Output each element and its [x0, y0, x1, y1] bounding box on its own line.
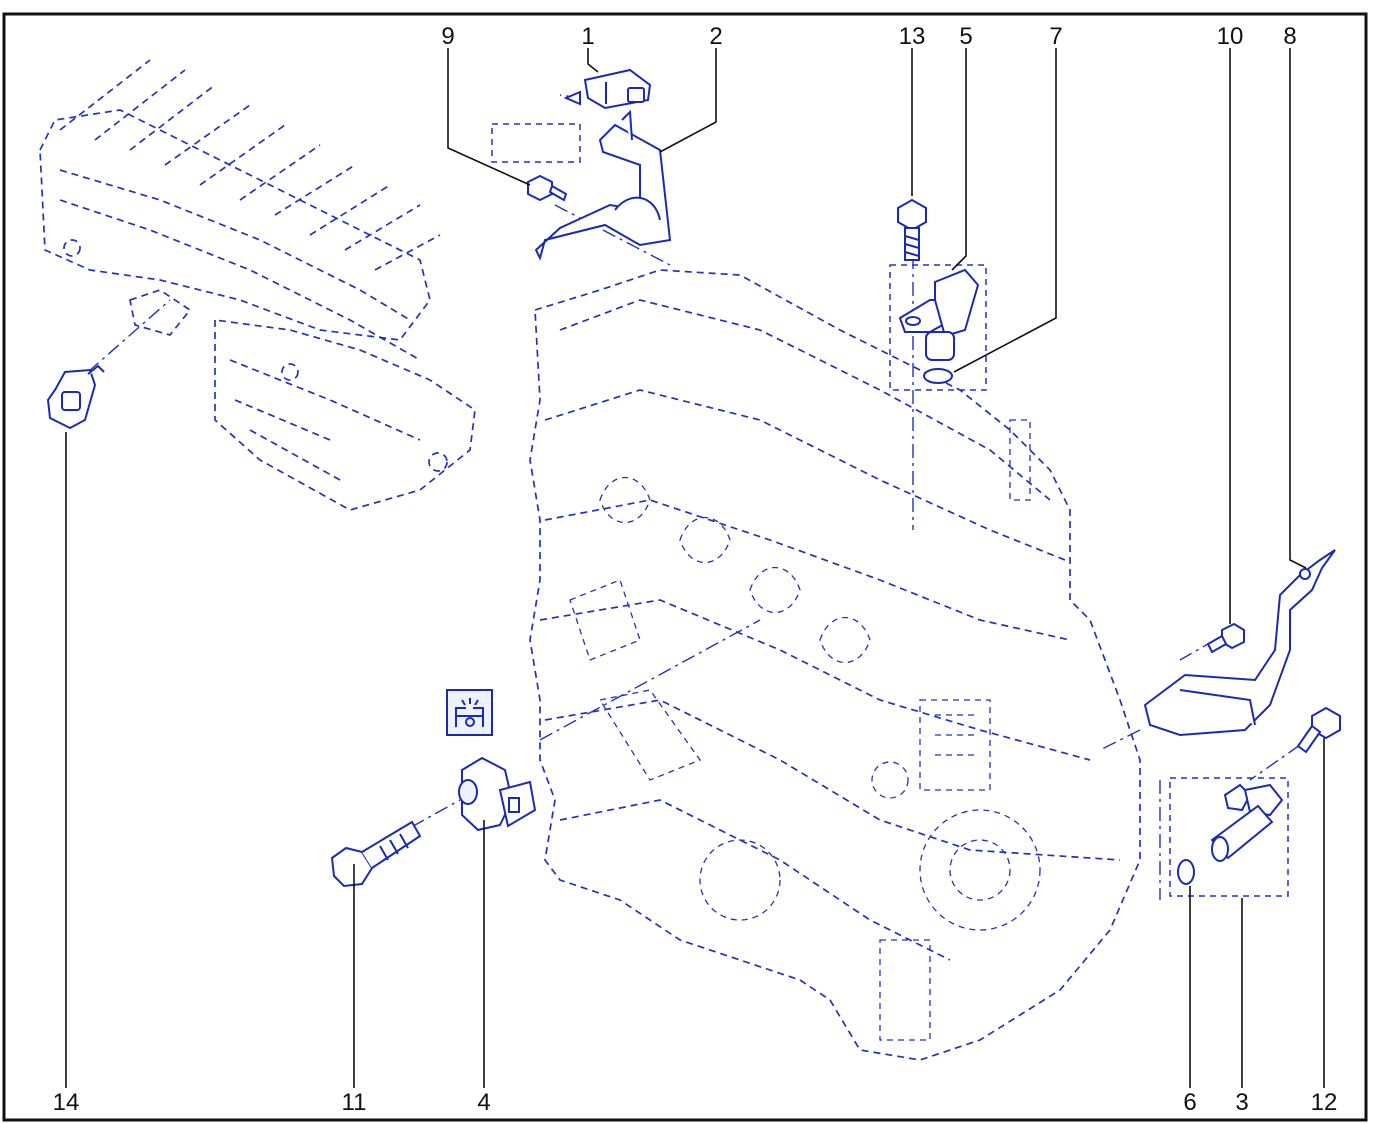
callout-3: 3: [1235, 1089, 1248, 1116]
part-9-bolt[interactable]: [527, 174, 568, 202]
diagram-border: [2, 12, 1368, 1122]
callout-11: 11: [342, 1089, 367, 1116]
callout-2: 2: [709, 23, 722, 50]
callout-leader-lines: [65, 48, 1325, 1088]
callout-13: 13: [899, 23, 926, 50]
callout-9: 9: [441, 23, 454, 50]
part-11-bolt[interactable]: [330, 820, 422, 888]
callout-8: 8: [1283, 23, 1296, 50]
part-12-bolt[interactable]: [1296, 706, 1341, 754]
callout-4: 4: [477, 1089, 490, 1116]
part-4-knock-sensor[interactable]: [458, 756, 537, 832]
crank-sensor-kit-box: [1169, 777, 1289, 897]
callout-5: 5: [959, 23, 972, 50]
part-1-connector[interactable]: [563, 68, 652, 110]
part-5-cam-sensor[interactable]: [898, 268, 980, 361]
engine-block-outline: [529, 269, 1141, 1061]
callout-1: 1: [581, 23, 594, 50]
torque-tool-icon: [446, 689, 493, 736]
callout-labels: 1 2 3 4 5 6 7 8 9 10 11 12 13 14: [53, 23, 1338, 1116]
intake-manifold-outline: [39, 59, 476, 511]
callout-14: 14: [53, 1089, 80, 1116]
part-13-bolt[interactable]: [897, 198, 927, 261]
connector-highlight-box: [491, 123, 581, 163]
callout-6: 6: [1183, 1089, 1196, 1116]
part-2-bracket[interactable]: [534, 109, 672, 261]
part-3-crank-sensor[interactable]: [1210, 783, 1284, 862]
part-6-o-ring[interactable]: [1177, 859, 1195, 885]
cam-sensor-kit-box: [889, 264, 987, 391]
part-7-o-ring[interactable]: [923, 368, 953, 384]
part-14-sensor[interactable]: [46, 364, 105, 430]
callout-10: 10: [1217, 23, 1244, 50]
assembly-axis-lines: [87, 94, 1301, 900]
part-10-bolt[interactable]: [1206, 622, 1245, 654]
callout-7: 7: [1049, 23, 1062, 50]
part-8-bracket[interactable]: [1143, 549, 1336, 737]
callout-12: 12: [1311, 1089, 1338, 1116]
